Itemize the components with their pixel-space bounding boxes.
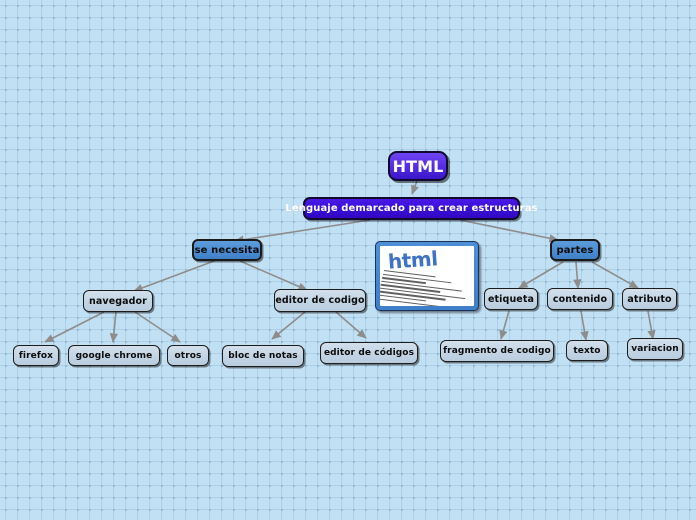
edge-partes-contenido [573, 261, 582, 289]
node-root-html[interactable]: HTML [388, 151, 448, 181]
edge-root-definition [411, 180, 419, 195]
node-partes[interactable]: partes [550, 239, 600, 261]
node-label: fragmento de codigo [443, 346, 551, 356]
node-otros[interactable]: otros [167, 345, 209, 366]
node-bloc-de-notas[interactable]: bloc de notas [222, 345, 304, 367]
node-variacion[interactable]: variacion [627, 338, 683, 360]
node-label: HTML [392, 156, 444, 176]
node-label: se necesita [194, 244, 260, 256]
node-label: Lenguaje demarcado para crear estructura… [285, 203, 538, 214]
node-label: atributo [627, 293, 672, 305]
node-label: texto [573, 345, 601, 356]
edge-senecesita-navegador [133, 260, 215, 292]
edge-atributo-variacion [647, 310, 656, 340]
edge-senecesita-editorcodigo [239, 260, 308, 291]
edge-definition-senecesita [234, 219, 371, 244]
node-label: otros [174, 350, 202, 361]
edge-editorcodigo-editordecodigos [335, 311, 367, 339]
node-label: variacion [631, 344, 679, 354]
edge-editorcodigo-blocdenotas [271, 311, 306, 340]
node-editor-de-codigo[interactable]: editor de codigo [274, 289, 366, 312]
node-label: partes [556, 244, 594, 256]
edge-navegador-firefox [44, 311, 105, 343]
node-navegador[interactable]: navegador [83, 290, 153, 312]
node-label: editor de codigo [275, 295, 365, 306]
node-texto[interactable]: texto [566, 340, 608, 361]
edge-contenido-texto [580, 310, 589, 341]
node-label: etiqueta [488, 293, 534, 305]
edge-partes-atributo [591, 261, 639, 289]
node-fragmento-de-codigo[interactable]: fragmento de codigo [440, 340, 554, 362]
node-se-necesita[interactable]: se necesita [192, 239, 262, 261]
node-google-chrome[interactable]: google chrome [68, 345, 160, 366]
node-editor-de-codigos[interactable]: editor de códigos [320, 342, 418, 364]
node-definition[interactable]: Lenguaje demarcado para crear estructura… [285, 197, 538, 220]
html-image-caption: html [387, 246, 439, 274]
edge-navegador-otros [134, 311, 181, 343]
node-atributo[interactable]: atributo [622, 288, 677, 310]
node-label: navegador [89, 295, 147, 307]
node-label: firefox [18, 350, 54, 361]
edge-partes-etiqueta [518, 261, 564, 289]
edge-definition-partes [459, 219, 559, 243]
edge-navegador-googlechrome [109, 311, 118, 343]
node-html-image[interactable]: html [375, 241, 479, 311]
node-label: bloc de notas [228, 351, 298, 361]
html-image-code-lines [380, 270, 474, 306]
node-etiqueta[interactable]: etiqueta [484, 288, 538, 310]
html-image-sheet: html [380, 246, 474, 306]
node-label: editor de códigos [323, 348, 415, 358]
edge-etiqueta-fragmento [499, 310, 510, 340]
node-label: contenido [552, 293, 608, 305]
node-contenido[interactable]: contenido [547, 288, 613, 310]
node-label: google chrome [75, 350, 153, 361]
node-firefox[interactable]: firefox [13, 345, 59, 366]
